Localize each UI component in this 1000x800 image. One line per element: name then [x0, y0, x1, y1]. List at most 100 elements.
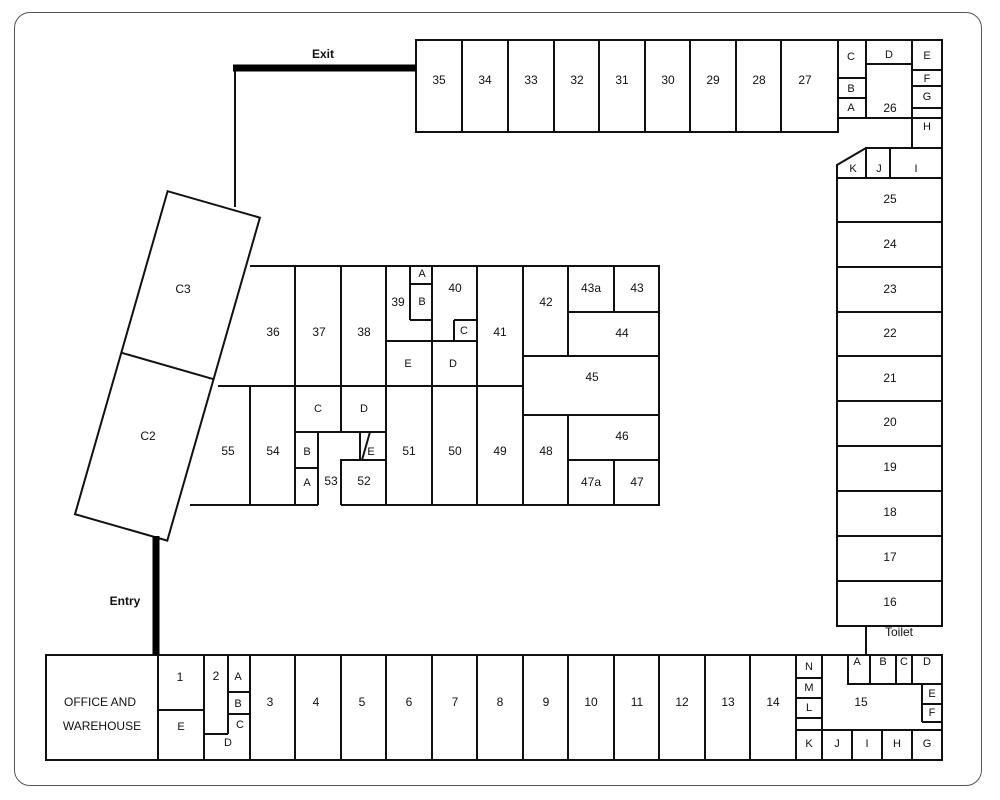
unit-15-sub-n: N	[805, 661, 813, 673]
unit-53-sub-c: C	[314, 403, 322, 415]
unit-26-sub-h: H	[923, 121, 931, 133]
unit-26-sub-c: C	[847, 51, 855, 63]
bottom-row-block	[45, 654, 943, 761]
unit-1-sub-e: E	[177, 721, 184, 733]
unit-2-sub-c: C	[236, 719, 244, 731]
unit-51: 51	[402, 444, 416, 458]
unit-15-sub-j: J	[834, 738, 840, 750]
unit-25: 25	[883, 192, 897, 206]
unit-6: 6	[406, 695, 413, 709]
unit-53-sub-d: D	[360, 403, 368, 415]
unit-15-sub-i: I	[865, 738, 868, 750]
unit-31: 31	[615, 73, 629, 87]
unit-15-sub-c: C	[900, 656, 908, 668]
unit-15-sub-g: G	[923, 738, 932, 750]
building-c2-c3	[73, 189, 262, 542]
unit-12: 12	[675, 695, 689, 709]
unit-9: 9	[543, 695, 550, 709]
unit-c3: C3	[175, 282, 191, 296]
unit-21: 21	[883, 371, 897, 385]
unit-50: 50	[448, 444, 462, 458]
unit-40-sub-d: D	[449, 358, 457, 370]
unit-15-sub-e: E	[928, 688, 935, 700]
unit-15-sub-m: M	[804, 682, 813, 694]
exit-label: Exit	[312, 47, 334, 61]
unit-49: 49	[493, 444, 507, 458]
unit-2-sub-b: B	[234, 698, 241, 710]
unit-15-sub-h: H	[893, 738, 901, 750]
unit-48: 48	[539, 444, 553, 458]
unit-18: 18	[883, 505, 897, 519]
unit-43a: 43a	[581, 281, 601, 295]
unit-30: 30	[661, 73, 675, 87]
unit-15-sub-l: L	[806, 702, 812, 714]
unit-7: 7	[452, 695, 459, 709]
unit-24: 24	[883, 237, 897, 251]
unit-26-sub-k: K	[849, 163, 857, 175]
unit-45: 45	[585, 370, 599, 384]
unit-36: 36	[266, 325, 280, 339]
unit-15-sub-f: F	[929, 707, 936, 719]
unit-26-sub-g: G	[923, 91, 932, 103]
unit-17: 17	[883, 550, 897, 564]
unit-26-sub-d: D	[885, 49, 893, 61]
unit-26-sub-b: B	[847, 83, 854, 95]
unit-26-sub-j: J	[876, 163, 882, 175]
unit-54: 54	[266, 444, 280, 458]
unit-39-sub-e: E	[404, 358, 411, 370]
unit-2-sub-a: A	[234, 671, 242, 683]
unit-20: 20	[883, 415, 897, 429]
entry-label: Entry	[110, 594, 141, 608]
unit-53: 53	[324, 474, 338, 488]
unit-26-sub-a: A	[847, 102, 855, 114]
unit-15-sub-d: D	[923, 656, 931, 668]
unit-10: 10	[584, 695, 598, 709]
unit-40-sub-c: C	[460, 325, 468, 337]
unit-4: 4	[313, 695, 320, 709]
unit-15-sub-a: A	[853, 656, 861, 668]
unit-5: 5	[359, 695, 366, 709]
unit-38: 38	[357, 325, 371, 339]
unit-15-sub-k: K	[805, 738, 813, 750]
unit-39-sub-a: A	[418, 268, 426, 280]
unit-41: 41	[493, 325, 507, 339]
unit-52: 52	[357, 474, 371, 488]
unit-2-sub-d: D	[224, 737, 232, 749]
unit-47: 47	[630, 475, 644, 489]
toilet-label: Toilet	[885, 625, 914, 639]
unit-26-sub-f: F	[924, 73, 931, 85]
unit-14: 14	[766, 695, 780, 709]
unit-1: 1	[177, 670, 184, 684]
office-label-line2: WAREHOUSE	[63, 719, 141, 733]
unit-55: 55	[221, 444, 235, 458]
unit-42: 42	[539, 295, 553, 309]
unit-27: 27	[798, 73, 812, 87]
unit-26: 26	[883, 101, 897, 115]
unit-3: 3	[267, 695, 274, 709]
unit-29: 29	[706, 73, 720, 87]
unit-39: 39	[391, 295, 405, 309]
unit-15: 15	[854, 695, 868, 709]
unit-47a: 47a	[581, 475, 601, 489]
unit-23: 23	[883, 282, 897, 296]
unit-35: 35	[432, 73, 446, 87]
unit-11: 11	[631, 695, 644, 709]
unit-22: 22	[883, 326, 897, 340]
office-label-line1: OFFICE AND	[64, 695, 136, 709]
unit-13: 13	[721, 695, 735, 709]
unit-19: 19	[883, 460, 897, 474]
unit-37: 37	[312, 325, 326, 339]
unit-40: 40	[448, 281, 462, 295]
unit-53-sub-a: A	[303, 477, 311, 489]
unit-34: 34	[478, 73, 492, 87]
unit-43: 43	[630, 281, 644, 295]
unit-44: 44	[615, 326, 629, 340]
unit-53-sub-e: E	[367, 446, 374, 458]
unit-2: 2	[213, 669, 220, 683]
unit-26-sub-e: E	[923, 50, 930, 62]
unit-16: 16	[883, 595, 897, 609]
unit-53-sub-b: B	[303, 446, 310, 458]
unit-8: 8	[497, 695, 504, 709]
unit-32: 32	[570, 73, 584, 87]
